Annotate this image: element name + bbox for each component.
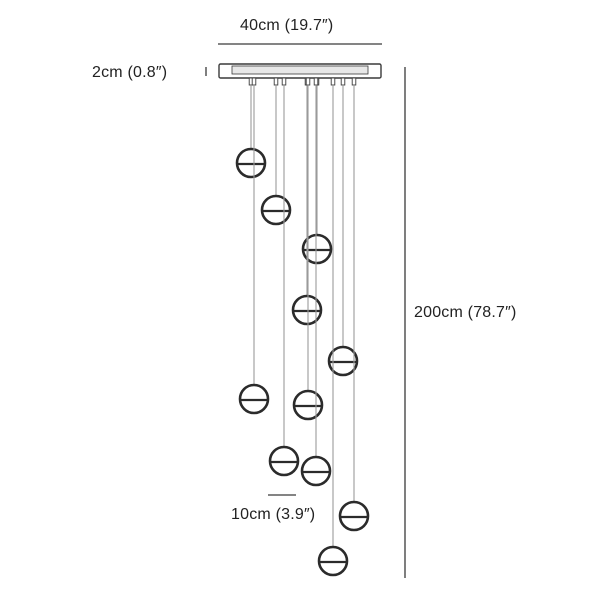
globe-diameter-label: 10cm (3.9″): [231, 506, 316, 523]
cord-grip: [313, 77, 319, 86]
cord-grip: [305, 77, 311, 86]
cord-grip: [340, 77, 346, 86]
cord-grip: [330, 77, 336, 86]
canopy-width-label: 40cm (19.7″): [240, 17, 334, 34]
cord-grip: [273, 77, 279, 86]
canopy-inner-panel: [231, 65, 369, 75]
drop-length-label: 200cm (78.7″): [414, 304, 517, 321]
cord-grip: [351, 77, 357, 86]
cord-grip: [251, 77, 257, 86]
canopy-height-label: 2cm (0.8″): [92, 64, 168, 81]
cord-grip: [281, 77, 287, 86]
